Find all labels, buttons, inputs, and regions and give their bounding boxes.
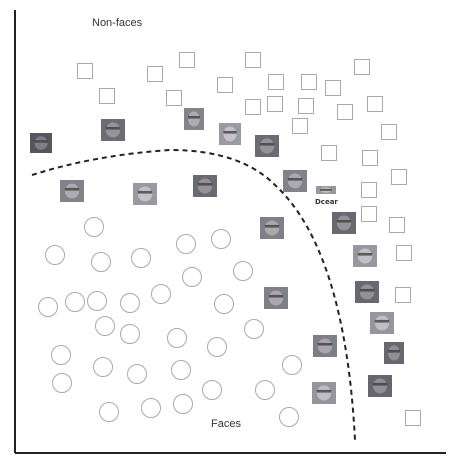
face-circle-icon bbox=[120, 324, 140, 344]
face-circle-icon bbox=[45, 245, 65, 265]
face-circle-icon bbox=[65, 292, 85, 312]
face-circle-icon bbox=[207, 337, 227, 357]
face-circle-icon bbox=[182, 267, 202, 287]
face-circle-icon bbox=[131, 248, 151, 268]
decision-boundary bbox=[31, 148, 356, 441]
face-thumbnail-icon bbox=[332, 212, 356, 234]
non-face-square-icon bbox=[337, 104, 353, 120]
face-thumbnail-icon bbox=[133, 183, 157, 205]
non-face-square-icon bbox=[325, 80, 341, 96]
face-thumbnail-icon bbox=[313, 335, 337, 357]
face-thumbnail-icon bbox=[370, 312, 394, 334]
face-thumbnail-icon bbox=[219, 123, 241, 145]
image-thumbnails bbox=[30, 108, 404, 404]
face-thumbnail-icon bbox=[264, 287, 288, 309]
non-face-square-icon bbox=[381, 124, 397, 140]
non-face-square-icon bbox=[354, 59, 370, 75]
face-thumbnail-icon bbox=[355, 281, 379, 303]
non-face-square-icon bbox=[405, 410, 421, 426]
non-faces-label: Non-faces bbox=[92, 17, 143, 29]
face-thumbnail-icon bbox=[184, 108, 204, 130]
face-circle-icon bbox=[93, 357, 113, 377]
non-face-square-icon bbox=[301, 74, 317, 90]
face-thumbnail-icon bbox=[30, 133, 52, 153]
face-circle-icon bbox=[141, 398, 161, 418]
non-face-square-icon bbox=[245, 99, 261, 115]
face-markers bbox=[38, 217, 302, 427]
non-face-square-icon bbox=[166, 90, 182, 106]
face-circle-icon bbox=[91, 252, 111, 272]
face-circle-icon bbox=[51, 345, 71, 365]
face-circle-icon bbox=[176, 234, 196, 254]
face-circle-icon bbox=[171, 360, 191, 380]
face-circle-icon bbox=[52, 373, 72, 393]
face-thumbnail-icon bbox=[384, 342, 404, 364]
face-circle-icon bbox=[167, 328, 187, 348]
face-thumbnail-icon bbox=[368, 375, 392, 397]
non-face-square-icon bbox=[268, 74, 284, 90]
face-circle-icon bbox=[173, 394, 193, 414]
face-thumbnail-icon bbox=[101, 119, 125, 141]
face-circle-icon bbox=[244, 319, 264, 339]
non-face-square-icon bbox=[292, 118, 308, 134]
non-face-square-icon bbox=[391, 169, 407, 185]
face-thumbnail-icon bbox=[60, 180, 84, 202]
face-circle-icon bbox=[255, 380, 275, 400]
non-face-square-icon bbox=[361, 206, 377, 222]
non-face-square-icon bbox=[298, 98, 314, 114]
face-thumbnail-icon bbox=[283, 170, 307, 192]
non-face-square-icon bbox=[217, 77, 233, 93]
face-circle-icon bbox=[120, 293, 140, 313]
face-circle-icon bbox=[95, 316, 115, 336]
non-face-square-icon bbox=[395, 287, 411, 303]
non-face-square-icon bbox=[267, 96, 283, 112]
non-face-square-icon bbox=[367, 96, 383, 112]
face-circle-icon bbox=[214, 294, 234, 314]
face-circle-icon bbox=[233, 261, 253, 281]
face-thumbnail-icon bbox=[316, 186, 336, 194]
face-circle-icon bbox=[202, 380, 222, 400]
faces-label: Faces bbox=[211, 418, 241, 430]
face-circle-icon bbox=[279, 407, 299, 427]
non-face-square-icon bbox=[245, 52, 261, 68]
non-face-square-icon bbox=[77, 63, 93, 79]
non-face-markers bbox=[77, 52, 421, 426]
non-face-square-icon bbox=[147, 66, 163, 82]
face-thumbnail-icon bbox=[255, 135, 279, 157]
face-circle-icon bbox=[127, 364, 147, 384]
face-thumbnail-icon bbox=[193, 175, 217, 197]
non-face-square-icon bbox=[389, 217, 405, 233]
face-circle-icon bbox=[99, 402, 119, 422]
face-circle-icon bbox=[282, 355, 302, 375]
non-face-square-icon bbox=[99, 88, 115, 104]
non-face-square-icon bbox=[361, 182, 377, 198]
face-thumbnail-icon bbox=[312, 382, 336, 404]
face-circle-icon bbox=[84, 217, 104, 237]
face-circle-icon bbox=[211, 229, 231, 249]
face-thumbnail-icon bbox=[353, 245, 377, 267]
face-thumbnail-icon bbox=[260, 217, 284, 239]
non-face-square-icon bbox=[321, 145, 337, 161]
face-circle-icon bbox=[151, 284, 171, 304]
face-circle-icon bbox=[38, 297, 58, 317]
face-circle-icon bbox=[87, 291, 107, 311]
non-face-square-icon bbox=[179, 52, 195, 68]
non-face-square-icon bbox=[396, 245, 412, 261]
patch-caption: Dcear bbox=[315, 198, 338, 206]
non-face-square-icon bbox=[362, 150, 378, 166]
